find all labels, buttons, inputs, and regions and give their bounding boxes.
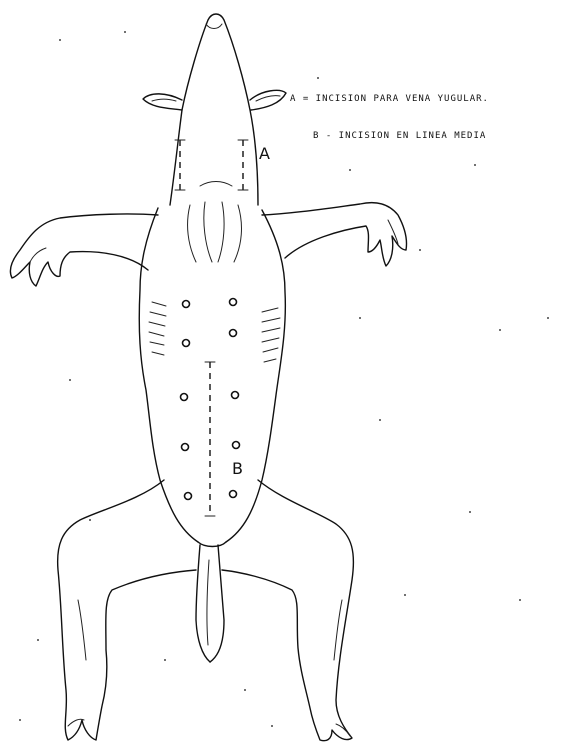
injection-point [185, 493, 192, 500]
injection-point [232, 392, 239, 399]
legend-line-b: B - INCISION EN LINEA MEDIA [313, 131, 486, 141]
injection-point [230, 491, 237, 498]
rat-tail [196, 545, 224, 662]
injection-point [233, 442, 240, 449]
rat-head [143, 14, 286, 205]
incision-b-label: B [232, 459, 243, 478]
hind-legs [58, 480, 354, 741]
injection-point [230, 330, 237, 337]
injection-point [182, 444, 189, 451]
right-hindleg [222, 480, 353, 741]
incision-b-line [205, 362, 215, 516]
left-foreleg [10, 214, 158, 286]
rat-body [139, 208, 285, 547]
incision-a-marks [175, 140, 248, 190]
injection-point [230, 299, 237, 306]
front-legs [10, 203, 406, 286]
incision-a-label: A [259, 144, 270, 163]
right-foreleg [262, 203, 407, 266]
legend-line-a: A = INCISION PARA VENA YUGULAR. [290, 94, 489, 104]
neck-ridges [188, 202, 242, 262]
right-ear [250, 90, 286, 110]
left-ear [143, 94, 182, 110]
left-hindleg [58, 480, 196, 740]
injection-point [183, 340, 190, 347]
injection-point [183, 301, 190, 308]
injection-point [181, 394, 188, 401]
